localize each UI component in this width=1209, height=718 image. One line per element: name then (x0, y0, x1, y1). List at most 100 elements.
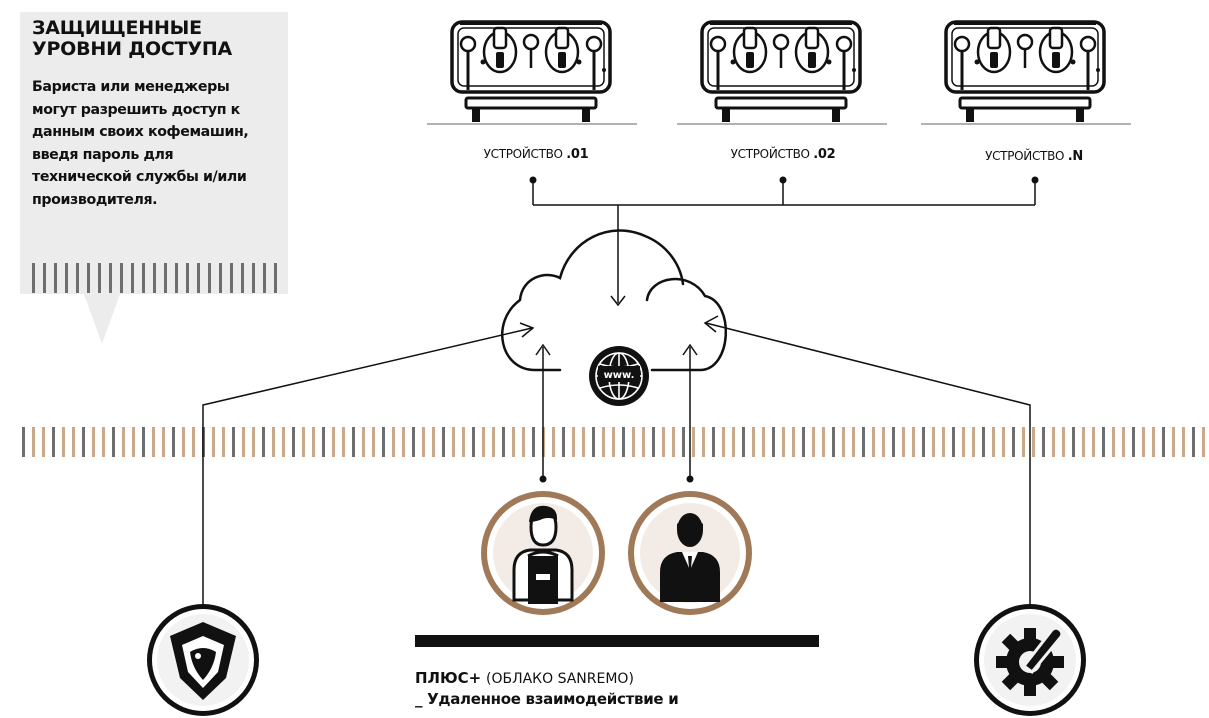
stripe-bar (942, 427, 945, 457)
stripe-bar (102, 427, 105, 457)
barista-icon (481, 491, 605, 615)
stripe-bar (1182, 427, 1185, 457)
stripe-bar (482, 427, 485, 457)
callout-title-line2: УРОВНИ ДОСТУПА (32, 38, 233, 60)
stripe-bar (152, 427, 155, 457)
device-1-machine-icon (425, 20, 639, 126)
stripe-bar (1202, 427, 1205, 457)
stripe-bar (1132, 427, 1135, 457)
device-1-label: УСТРОЙСТВО .01 (466, 147, 606, 162)
stripe-bar (42, 427, 45, 457)
device-1-label-suffix: .01 (566, 147, 589, 162)
stripe-bar (1052, 427, 1055, 457)
stripe-bar (1082, 427, 1085, 457)
stripe-bar (52, 427, 55, 457)
stripe-bar (32, 427, 35, 457)
stripe-bar (352, 427, 355, 457)
stripe-bar (742, 427, 745, 457)
stripe-bar (282, 427, 285, 457)
device-2-label-suffix: .02 (813, 147, 836, 162)
device-2-machine-icon (675, 20, 889, 126)
stripe-bar (1172, 427, 1175, 457)
barista-connector-dot (539, 475, 547, 483)
stripe-bar (142, 427, 145, 457)
stripe-bar (132, 427, 135, 457)
callout-pointer (84, 294, 120, 344)
stripe-bar (922, 427, 925, 457)
stripe-bar (252, 427, 255, 457)
stripe-bar (22, 427, 25, 457)
stripe-bar (242, 427, 245, 457)
stripe-bar (422, 427, 425, 457)
stripe-bar (932, 427, 935, 457)
stripe-bar (992, 427, 995, 457)
stripe-bar (662, 427, 665, 457)
stripe-bar (602, 427, 605, 457)
stripe-bar (302, 427, 305, 457)
plus-line2: _ Удаленное взаимодействие и (415, 690, 679, 708)
stripe-bar (192, 427, 195, 457)
globe-icon: www. (589, 346, 649, 406)
stripe-bar (442, 427, 445, 457)
stripe-bar (962, 427, 965, 457)
manager-connector-dot (686, 475, 694, 483)
device-2-label: УСТРОЙСТВО .02 (713, 147, 853, 162)
stripe-bar (372, 427, 375, 457)
stripe-bar (1192, 427, 1195, 457)
stripe-bar (82, 427, 85, 457)
stripe-bar (1152, 427, 1155, 457)
stripe-bar (572, 427, 575, 457)
device-3-label: УСТРОЙСТВО .N (964, 149, 1104, 164)
callout-body: Бариста или менеджеры могут разрешить до… (32, 79, 249, 208)
stripe-bar (382, 427, 385, 457)
stripe-bar (1062, 427, 1065, 457)
stripe-bar (462, 427, 465, 457)
stripe-bar (772, 427, 775, 457)
stripe-bar (532, 427, 535, 457)
stripe-bar (1162, 427, 1165, 457)
stripe-bar (642, 427, 645, 457)
stripe-bar (862, 427, 865, 457)
stripe-bar (1022, 427, 1025, 457)
stripe-bar (802, 427, 805, 457)
stripe-bar (702, 427, 705, 457)
brand-shield-icon (147, 604, 259, 716)
stripe-bar (1102, 427, 1105, 457)
stripe-bar (262, 427, 265, 457)
stripe-bar (512, 427, 515, 457)
stripe-bar (72, 427, 75, 457)
stripe-bar (212, 427, 215, 457)
stripe-bar (392, 427, 395, 457)
stripe-bar (232, 427, 235, 457)
access-levels-callout (20, 12, 288, 294)
stripe-bar (222, 427, 225, 457)
stripe-bar (1032, 427, 1035, 457)
stripe-bar (952, 427, 955, 457)
device-1-connector-dot (529, 176, 537, 184)
divider-stripe-band (22, 427, 1205, 457)
stripe-bar (872, 427, 875, 457)
device-1-label-prefix: УСТРОЙСТВО (483, 147, 563, 161)
stripe-bar (322, 427, 325, 457)
stripe-bar (892, 427, 895, 457)
stripe-bar (822, 427, 825, 457)
stripe-bar (632, 427, 635, 457)
device-connector-lines (532, 180, 1036, 307)
stripe-bar (452, 427, 455, 457)
cloud-icon (501, 229, 727, 372)
device-3-machine-icon (919, 20, 1133, 126)
stripe-bar (362, 427, 365, 457)
stripe-bar (162, 427, 165, 457)
stripe-bar (562, 427, 565, 457)
callout-stripes (32, 263, 284, 293)
plus-title: ПЛЮС+ (415, 669, 482, 687)
right-connector-line (703, 315, 1031, 612)
stripe-bar (852, 427, 855, 457)
stripe-bar (1092, 427, 1095, 457)
device-2-label-prefix: УСТРОЙСТВО (730, 147, 810, 161)
stripe-bar (312, 427, 315, 457)
stripe-bar (882, 427, 885, 457)
stripe-bar (1012, 427, 1015, 457)
stripe-bar (522, 427, 525, 457)
